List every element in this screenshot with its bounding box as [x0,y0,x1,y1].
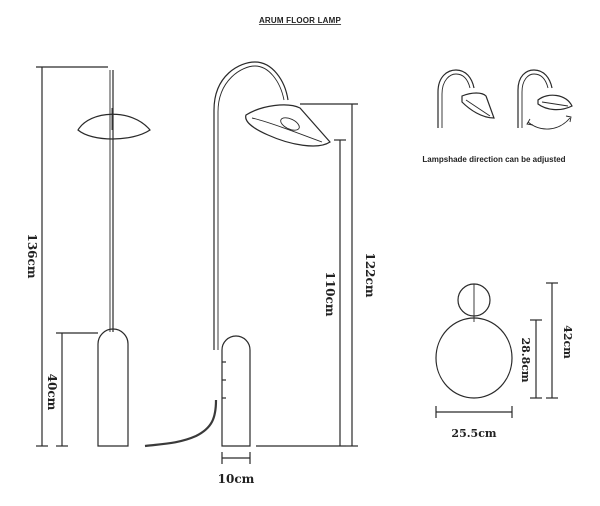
dim-disc-width: 25.5cm [435,406,513,440]
disc-width-label: 25.5cm [451,427,496,440]
front-shade [77,113,151,140]
large-disc [435,317,513,399]
disc-height-label: 28.8cm [519,337,532,382]
dim-side-height: 122cm [300,103,377,447]
side-shade-bulb [280,117,300,131]
side-shade-rim [251,117,323,143]
adjust-detail-left [437,69,495,128]
side-height-label: 122cm [363,252,377,297]
side-shade [245,104,331,147]
shade-top-view [435,283,513,399]
total-height-label: 136cm [25,233,39,278]
side-pole-edge [217,65,285,350]
adjust-detail-right [517,69,573,130]
side-pole [213,61,289,350]
side-view-lamp [144,61,331,448]
dim-base-height: 40cm [45,332,98,447]
pole-height-label: 110cm [323,271,337,316]
dim-shade-height: 42cm [546,282,574,399]
adjust-caption: Lampshade direction can be adjusted [422,155,565,164]
base-width-label: 10cm [218,472,255,486]
dim-base-width: 10cm [218,452,255,486]
shade-height-label: 42cm [561,325,574,359]
dim-disc-height: 28.8cm [519,319,542,399]
dim-total-height: 136cm [25,66,108,447]
diagram-title: ARUM FLOOR LAMP [259,16,342,25]
rotation-arrow [527,117,571,130]
base-height-label: 40cm [45,374,59,411]
front-view-lamp [77,70,151,447]
dim-pole-height: 110cm [256,139,346,447]
front-base [97,328,129,447]
side-cord [144,399,218,448]
side-base [221,335,251,447]
